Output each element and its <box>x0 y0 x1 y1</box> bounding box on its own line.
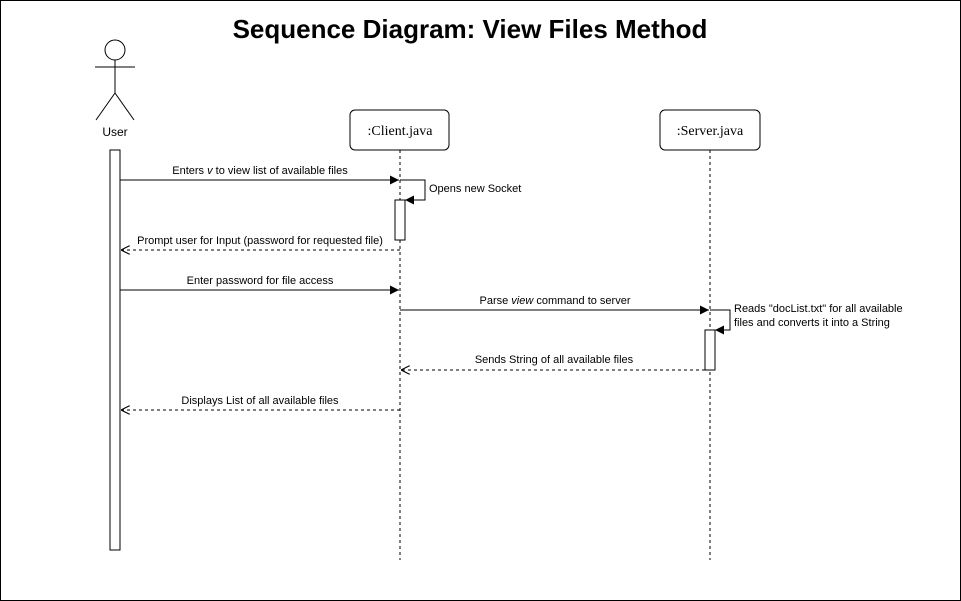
diagram-title: Sequence Diagram: View Files Method <box>232 14 708 44</box>
message-parse-view-label: Parse view command to server <box>479 295 630 307</box>
message-sends-string-label: Sends String of all available files <box>475 354 634 366</box>
server-label: :Server.java <box>677 124 744 139</box>
message-enters-v-label: Enters v to view list of available files <box>172 165 348 177</box>
message-displays-list-label: Displays List of all available files <box>181 395 339 407</box>
user-actor: User <box>95 39 135 139</box>
message-prompt-user-label: Prompt user for Input (password for requ… <box>137 235 383 247</box>
actor-right-leg <box>114 92 135 121</box>
message-enter-password-label: Enter password for file access <box>187 275 334 287</box>
user-activation-bar <box>109 149 121 551</box>
actor-label: User <box>102 125 127 139</box>
client-participant: :Client.java <box>349 109 450 151</box>
message-opens-socket-arrow <box>400 179 426 205</box>
message-reads-doclist-arrow <box>710 309 731 335</box>
client-activation-bar <box>394 199 406 241</box>
server-participant: :Server.java <box>659 109 761 151</box>
actor-head <box>104 39 126 61</box>
actor-left-leg <box>95 92 116 121</box>
message-opens-socket-label: Opens new Socket <box>429 183 521 195</box>
server-activation-bar <box>704 329 716 371</box>
client-label: :Client.java <box>368 124 434 139</box>
message-reads-doclist-label: Reads "docList.txt" for all available fi… <box>734 303 906 329</box>
